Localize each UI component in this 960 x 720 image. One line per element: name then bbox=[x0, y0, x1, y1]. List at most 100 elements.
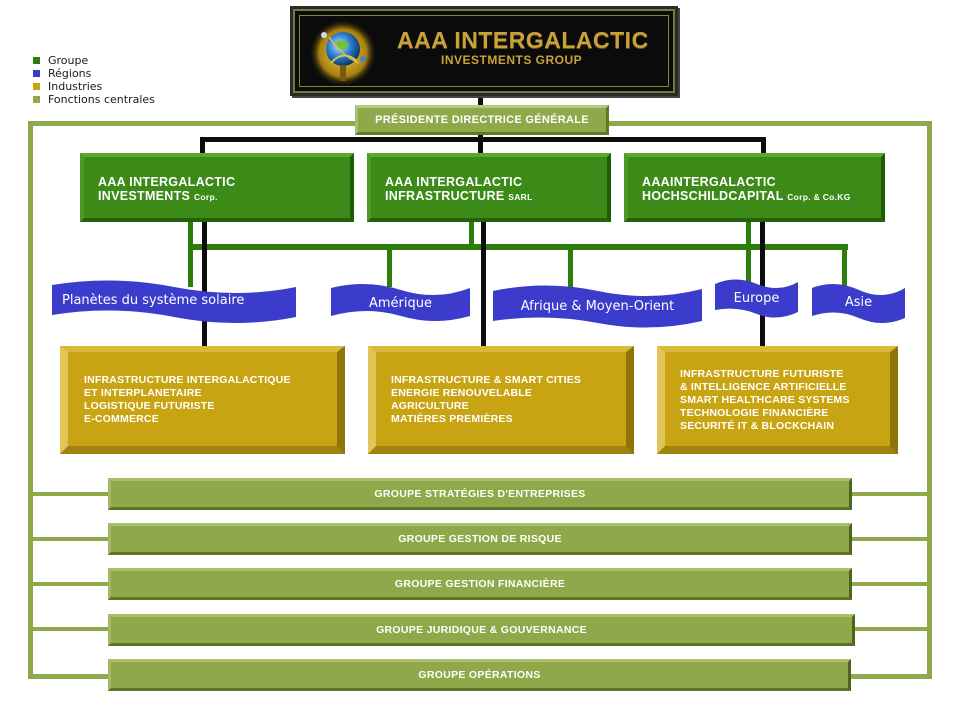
industry-line: TECHNOLOGIE FINANCIÈRE bbox=[680, 407, 829, 419]
region-banner-amerique[interactable]: Amérique bbox=[331, 282, 470, 324]
function-box-operations[interactable]: GROUPE OPÉRATIONS bbox=[108, 659, 851, 691]
company-box-hochschildcapital[interactable]: AAAINTERGALACTIC HOCHSCHILDCAPITAL Corp.… bbox=[624, 153, 885, 222]
connector-line bbox=[850, 537, 927, 541]
industry-line: SMART HEALTHCARE SYSTEMS bbox=[680, 394, 850, 406]
region-banner-planetes[interactable]: Planètes du système solaire bbox=[52, 279, 296, 327]
connector-line bbox=[200, 137, 205, 154]
industry-line: INFRASTRUCTURE INTERGALACTIQUE bbox=[84, 374, 291, 386]
region-bus-line bbox=[188, 244, 848, 250]
function-label: GROUPE GESTION DE RISQUE bbox=[398, 533, 562, 545]
wave-banner-shape bbox=[493, 285, 702, 328]
industry-line: ET INTERPLANETAIRE bbox=[84, 387, 202, 399]
logo-frame bbox=[299, 15, 669, 87]
region-label: Planètes du système solaire bbox=[62, 293, 245, 308]
frame-top-right-line bbox=[609, 121, 932, 126]
legend-swatch-icon bbox=[33, 96, 40, 103]
connector-line bbox=[33, 537, 110, 541]
legend-label: Régions bbox=[48, 67, 92, 80]
company-name-line1: AAA INTERGALACTIC bbox=[385, 175, 523, 189]
industry-line: E-COMMERCE bbox=[84, 413, 159, 425]
ceo-box[interactable]: PRÉSIDENTE DIRECTRICE GÉNÉRALE bbox=[355, 105, 609, 135]
company-suffix: Corp. bbox=[193, 192, 218, 202]
wave-banner-shape bbox=[52, 280, 296, 323]
connector-line bbox=[842, 247, 847, 287]
frame-top-left-line bbox=[28, 121, 355, 126]
connector-line bbox=[33, 627, 110, 631]
region-label: Europe bbox=[733, 291, 780, 306]
frame-bottom-left-line bbox=[28, 674, 110, 679]
connector-line bbox=[568, 247, 573, 287]
logo-subtitle: INVESTMENTS GROUP bbox=[441, 53, 583, 67]
company-name-line1: AAAINTERGALACTIC bbox=[642, 175, 776, 189]
function-box-risque[interactable]: GROUPE GESTION DE RISQUE bbox=[108, 523, 852, 555]
company-suffix: SARL bbox=[508, 192, 533, 202]
wave-banner-shape bbox=[812, 283, 905, 323]
legend-item-groupe: Groupe bbox=[33, 54, 155, 67]
connector-line bbox=[478, 95, 483, 107]
region-banner-asie[interactable]: Asie bbox=[812, 282, 905, 326]
connector-line bbox=[850, 492, 927, 496]
function-label: GROUPE JURIDIQUE & GOUVERNANCE bbox=[376, 624, 587, 636]
connector-line bbox=[33, 492, 110, 496]
company-name-line1: AAA INTERGALACTIC bbox=[98, 175, 236, 189]
industry-box-infrastructure[interactable]: INFRASTRUCTURE & SMART CITIES ENERGIE RE… bbox=[368, 346, 634, 454]
legend-label: Industries bbox=[48, 80, 103, 93]
company-box-infrastructure[interactable]: AAA INTERGALACTIC INFRASTRUCTURE SARL bbox=[367, 153, 611, 222]
legend-swatch-icon bbox=[33, 70, 40, 77]
connector-line bbox=[850, 627, 927, 631]
legend-item-regions: Régions bbox=[33, 67, 155, 80]
frame-left-line bbox=[28, 121, 33, 679]
region-banner-afrique[interactable]: Afrique & Moyen-Orient bbox=[493, 283, 702, 331]
legend-item-industries: Industries bbox=[33, 80, 155, 93]
legend-label: Fonctions centrales bbox=[48, 93, 155, 106]
connector-line bbox=[761, 137, 766, 154]
company-box-investments[interactable]: AAA INTERGALACTIC INVESTMENTS Corp. bbox=[80, 153, 354, 222]
function-box-financiere[interactable]: GROUPE GESTION FINANCIÈRE bbox=[108, 568, 852, 600]
globe-tree-icon bbox=[309, 19, 377, 87]
connector-line bbox=[200, 137, 766, 142]
connector-line bbox=[746, 221, 751, 287]
connector-line bbox=[478, 135, 483, 154]
region-label: Amérique bbox=[368, 296, 432, 311]
legend-label: Groupe bbox=[48, 54, 89, 67]
function-label: GROUPE OPÉRATIONS bbox=[418, 669, 541, 681]
region-banner-europe[interactable]: Europe bbox=[715, 278, 798, 320]
wave-banner-shape bbox=[715, 279, 798, 318]
region-label: Asie bbox=[844, 295, 873, 310]
industry-line: AGRICULTURE bbox=[391, 400, 469, 412]
industry-line: INFRASTRUCTURE & SMART CITIES bbox=[391, 374, 582, 386]
industry-line: & INTELLIGENCE ARTIFICIELLE bbox=[680, 381, 847, 393]
connector-line bbox=[469, 221, 474, 247]
legend-swatch-icon bbox=[33, 83, 40, 90]
connector-line bbox=[33, 582, 110, 586]
wave-banner-shape bbox=[331, 283, 470, 321]
region-label: Afrique & Moyen-Orient bbox=[520, 299, 675, 314]
connector-line bbox=[188, 221, 193, 287]
company-name-line2: HOCHSCHILDCAPITAL bbox=[642, 189, 784, 203]
frame-bottom-right-line bbox=[850, 674, 932, 679]
industry-line: INFRASTRUCTURE FUTURISTE bbox=[680, 368, 844, 380]
connector-line bbox=[202, 221, 207, 347]
industry-box-investments[interactable]: INFRASTRUCTURE INTERGALACTIQUE ET INTERP… bbox=[60, 346, 345, 454]
industry-line: ENERGIE RENOUVELABLE bbox=[391, 387, 533, 399]
legend-item-fonctions: Fonctions centrales bbox=[33, 93, 155, 106]
connector-line bbox=[850, 582, 927, 586]
function-label: GROUPE GESTION FINANCIÈRE bbox=[394, 578, 566, 590]
connector-line bbox=[760, 221, 765, 347]
function-box-juridique[interactable]: GROUPE JURIDIQUE & GOUVERNANCE bbox=[108, 614, 855, 646]
frame-right-line bbox=[927, 121, 932, 679]
industry-box-hochschildcapital[interactable]: INFRASTRUCTURE FUTURISTE & INTELLIGENCE … bbox=[657, 346, 898, 454]
legend-swatch-icon bbox=[33, 57, 40, 64]
connector-line bbox=[387, 247, 392, 287]
connector-line bbox=[481, 221, 486, 347]
logo-title: AAA INTERGALACTIC bbox=[397, 27, 649, 53]
function-label: GROUPE STRATÉGIES D'ENTREPRISES bbox=[374, 488, 586, 500]
industry-line: SECURITÉ IT & BLOCKCHAIN bbox=[680, 420, 835, 432]
logo-banner: AAA INTERGALACTIC INVESTMENTS GROUP bbox=[290, 6, 678, 96]
industry-line: MATIÈRES PREMIÈRES bbox=[391, 413, 513, 425]
company-suffix: Corp. & Co.KG bbox=[787, 192, 851, 202]
function-box-strategies[interactable]: GROUPE STRATÉGIES D'ENTREPRISES bbox=[108, 478, 852, 510]
company-name-line2: INFRASTRUCTURE bbox=[385, 189, 505, 203]
ceo-label: PRÉSIDENTE DIRECTRICE GÉNÉRALE bbox=[375, 114, 589, 126]
industry-line: LOGISTIQUE FUTURISTE bbox=[84, 400, 215, 412]
